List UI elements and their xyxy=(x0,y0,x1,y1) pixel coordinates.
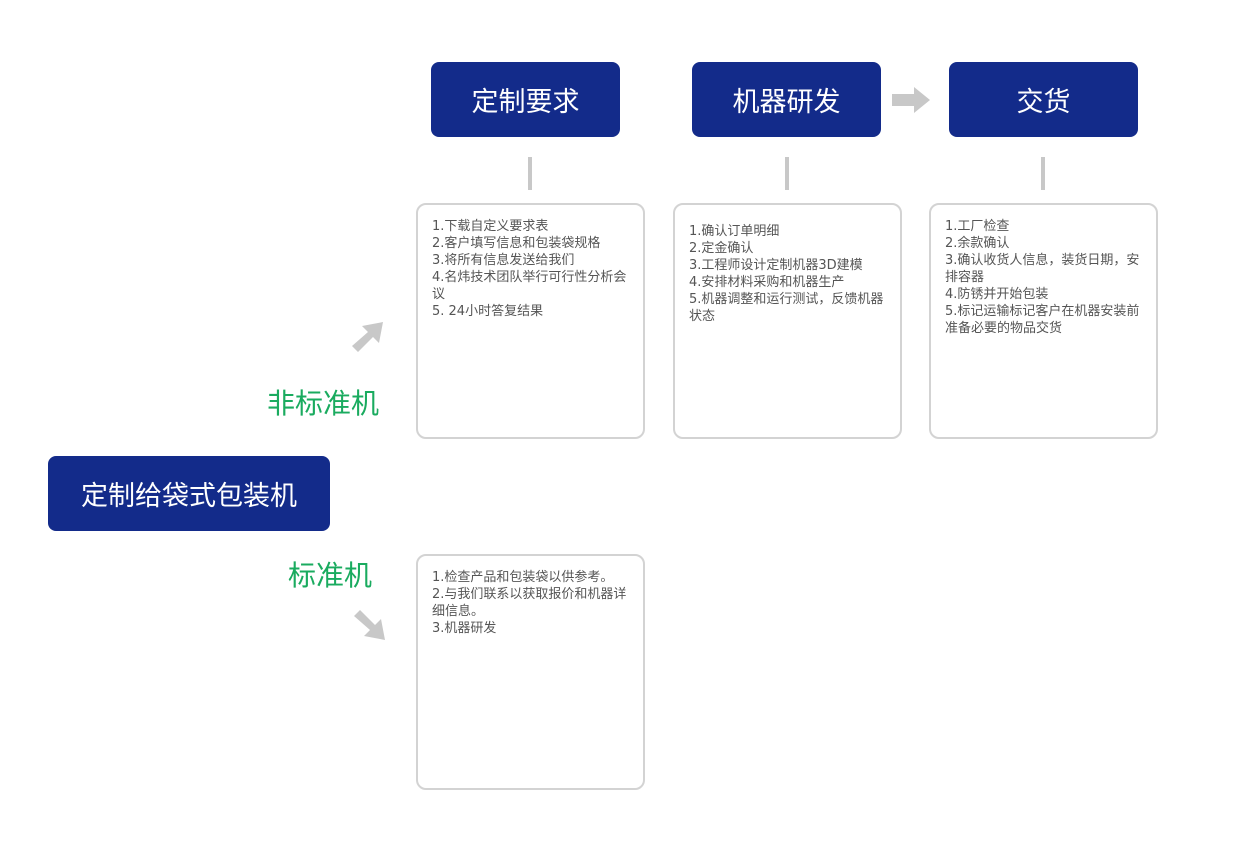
list-item: 4.名炜技术团队举行可行性分析会议 xyxy=(432,270,627,302)
list-item: 3.机器研发 xyxy=(432,621,497,636)
step-details-development: 1.确认订单明细 2.定金确认 3.工程师设计定制机器3D建模 4.安排材料采购… xyxy=(673,203,902,439)
list-item: 1.下载自定义要求表 xyxy=(432,219,549,234)
list-item: 4.安排材料采购和机器生产 xyxy=(689,275,845,290)
list-item: 2.客户填写信息和包装袋规格 xyxy=(432,236,601,251)
list-item: 2.定金确认 xyxy=(689,241,754,256)
step-header-delivery: 交货 xyxy=(949,62,1138,137)
step-header-development: 机器研发 xyxy=(692,62,881,137)
connector-line xyxy=(1041,157,1045,190)
list-item: 4.防锈并开始包装 xyxy=(945,287,1049,302)
branch-label-standard: 标准机 xyxy=(288,559,373,592)
connector-line xyxy=(785,157,789,190)
list-item: 5.标记运输标记客户在机器安装前准备必要的物品交货 xyxy=(945,304,1140,336)
list-item: 3.工程师设计定制机器3D建模 xyxy=(689,258,863,273)
list-item: 2.余款确认 xyxy=(945,236,1010,251)
branch-label-non-standard: 非标准机 xyxy=(267,387,380,420)
list-item: 1.检查产品和包装袋以供参考。 xyxy=(432,570,614,585)
list-item: 3.确认收货人信息，装货日期，安排容器 xyxy=(945,253,1140,285)
step-header-requirements: 定制要求 xyxy=(431,62,620,137)
connector-line xyxy=(528,157,532,190)
arrow-right-icon xyxy=(892,87,930,113)
list-item: 5.机器调整和运行测试，反馈机器状态 xyxy=(689,292,884,324)
step-details-requirements: 1.下载自定义要求表 2.客户填写信息和包装袋规格 3.将所有信息发送给我们 4… xyxy=(416,203,645,439)
arrow-down-right-icon xyxy=(354,610,385,640)
list-item: 1.确认订单明细 xyxy=(689,224,780,239)
step-details-delivery: 1.工厂检查 2.余款确认 3.确认收货人信息，装货日期，安排容器 4.防锈并开… xyxy=(929,203,1158,439)
list-item: 3.将所有信息发送给我们 xyxy=(432,253,575,268)
list-item: 5. 24小时答复结果 xyxy=(432,304,544,319)
standard-details: 1.检查产品和包装袋以供参考。 2.与我们联系以获取报价和机器详细信息。 3.机… xyxy=(416,554,645,790)
main-node: 定制给袋式包装机 xyxy=(48,456,330,531)
arrow-up-right-icon xyxy=(352,322,383,352)
list-item: 2.与我们联系以获取报价和机器详细信息。 xyxy=(432,587,627,619)
list-item: 1.工厂检查 xyxy=(945,219,1010,234)
